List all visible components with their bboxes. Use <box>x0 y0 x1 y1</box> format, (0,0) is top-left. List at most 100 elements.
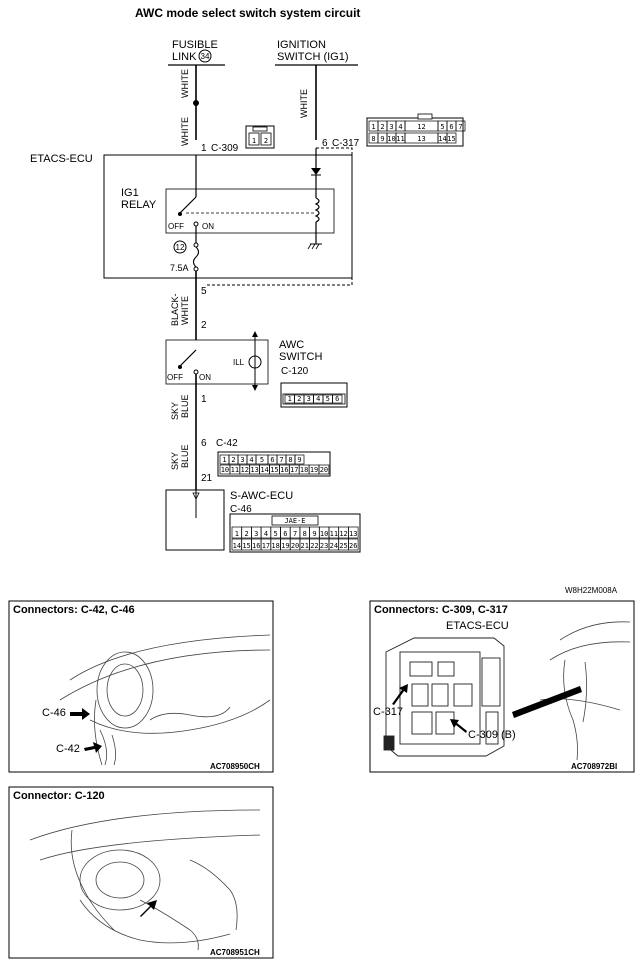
connector-cell <box>318 464 330 475</box>
connector-pin-label: 13 <box>417 135 425 143</box>
connector-pin-label: 19 <box>281 542 289 550</box>
arrow-c42-icon <box>84 742 102 753</box>
connector-pin-label: 5 <box>440 123 444 131</box>
fuse-terminal-top <box>193 242 199 248</box>
relay-contact-pivot <box>178 212 182 216</box>
connector-pin-label: 9 <box>312 530 316 538</box>
panel-c120: Connector: C-120 AC708951CH <box>8 786 274 959</box>
connector-pin-label: 11 <box>396 135 404 143</box>
connector-cell <box>446 132 457 144</box>
connector-pin-label: 25 <box>339 542 347 550</box>
panel-3-title: Connector: C-120 <box>13 790 105 802</box>
relay-on: ON <box>202 222 214 231</box>
connector-pin-label: 5 <box>274 530 278 538</box>
panel-2-code: AC708972BI <box>571 762 617 771</box>
label-c317: C-317 <box>332 138 360 149</box>
etacs-ecu-sketch <box>383 637 505 757</box>
connector-pin-label: 14 <box>233 542 241 550</box>
connector-pin-label: 7 <box>279 456 283 464</box>
pin-2: 2 <box>201 320 207 331</box>
awc-switch-connector: C-120 <box>281 366 309 377</box>
connector-pin-label: 5 <box>326 395 330 403</box>
connector-pin-label: 8 <box>288 456 292 464</box>
pointer-wedge-icon <box>512 686 582 718</box>
connector-cell <box>332 394 343 404</box>
panel-c42-c46: Connectors: C-42, C-46 C-46 C-42 AC70895… <box>8 600 274 773</box>
connector-pin-label: 1 <box>222 456 226 464</box>
fusible-link-number-circle <box>198 49 212 63</box>
connector-pin-label: 10 <box>387 135 395 143</box>
awc-switch-label: AWC <box>279 339 304 351</box>
s-awc-connector: C-46 <box>230 504 252 515</box>
arrow-c317-icon <box>392 684 408 705</box>
svg-text:1: 1 <box>252 137 256 145</box>
s-awc-ecu-box <box>165 489 225 551</box>
pin-5: 5 <box>201 286 207 297</box>
connector-pin-label: 4 <box>398 123 402 131</box>
awc-ill-label: ILL <box>233 358 245 367</box>
connector-pin-label: 6 <box>449 123 453 131</box>
awc-switch-label-2: SWITCH <box>279 351 322 363</box>
relay-on-terminal <box>193 221 199 227</box>
connector-pin-label: 26 <box>349 542 357 550</box>
awc-switch-on: ON <box>199 373 211 382</box>
dashboard-sketch-1 <box>59 634 271 766</box>
connector-pin-label: 15 <box>447 135 455 143</box>
connector-pin-label: 3 <box>307 395 311 403</box>
connector-cell <box>348 526 359 539</box>
relay-label-2: RELAY <box>121 199 157 211</box>
dashed-shield-line <box>205 147 353 286</box>
callout-c317: C-317 <box>373 706 403 718</box>
awc-switch-contact <box>179 349 197 367</box>
connector-pin-label: 1 <box>371 123 375 131</box>
connector-pin-label: 6 <box>270 456 274 464</box>
connector-pin-label: 20 <box>291 542 299 550</box>
etacs-ecu-box <box>103 154 353 279</box>
connector-pin-label: 9 <box>380 135 384 143</box>
ignition-switch-label-2: SWITCH (IG1) <box>277 51 349 63</box>
callout-c42: C-42 <box>56 743 80 755</box>
arrow-c120-icon <box>140 900 157 917</box>
connector-pin-label: 12 <box>417 123 425 131</box>
ground-icon <box>307 243 322 250</box>
connector-cell <box>294 454 305 465</box>
diode-icon <box>311 168 321 175</box>
callout-c46: C-46 <box>42 707 66 719</box>
awc-switch-off: OFF <box>167 373 183 382</box>
svg-text:2: 2 <box>264 137 268 145</box>
connector-pin-label: 16 <box>252 542 260 550</box>
connector-pin-label: 7 <box>293 530 297 538</box>
arrow-c46-icon <box>70 708 90 720</box>
wire-color-sky-blue-a1: SKY <box>170 402 180 420</box>
connector-pin-label: 18 <box>271 542 279 550</box>
ill-lamp-icon <box>248 355 262 369</box>
c46-tag: JAE-E <box>284 517 305 525</box>
pin-1: 1 <box>201 394 207 405</box>
fusible-link-label-2: LINK <box>172 51 197 63</box>
panel-1-code: AC708950CH <box>210 762 260 771</box>
awc-switch-box <box>165 339 269 385</box>
connector-pin-label: 10 <box>221 466 229 474</box>
relay-contact <box>179 196 197 214</box>
connector-pin-label: 13 <box>250 466 258 474</box>
connector-pin-label: 11 <box>330 530 338 538</box>
ill-arrow-up <box>252 331 258 337</box>
connector-pin-label: 4 <box>249 456 253 464</box>
wire-color-black-white-2: WHITE <box>180 296 190 325</box>
pin-c42: 6 <box>201 438 207 449</box>
diagram-title: AWC mode select switch system circuit <box>135 6 360 20</box>
wire-color-sky-blue-b2: BLUE <box>180 444 190 468</box>
diagram-code: W8H22M008A <box>565 586 618 595</box>
fuse-icon <box>192 246 200 268</box>
connector-pin-label: 17 <box>262 542 270 550</box>
connector-pin-label: 2 <box>231 456 235 464</box>
pin-c309: 1 <box>201 143 207 154</box>
s-awc-label: S-AWC-ECU <box>230 490 293 502</box>
connector-pin-label: 1 <box>288 395 292 403</box>
relay-label: IG1 <box>121 187 139 199</box>
label-c42: C-42 <box>216 438 238 449</box>
connector-pin-label: 2 <box>297 395 301 403</box>
